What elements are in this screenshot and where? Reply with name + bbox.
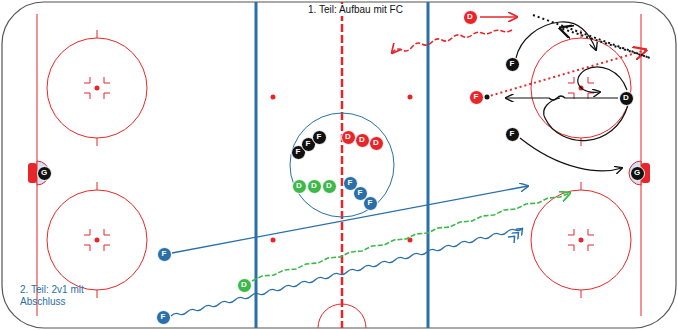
- player-marker: D: [322, 179, 337, 194]
- player-letter: F: [161, 313, 166, 321]
- player-marker: D: [355, 133, 370, 148]
- player-letter: D: [467, 13, 473, 21]
- player-letter: D: [241, 281, 247, 289]
- player-marker: F: [312, 130, 327, 145]
- player-marker: D: [463, 10, 478, 25]
- part-heading: 1. Teil: Aufbau mit FC: [306, 4, 405, 16]
- player-letter: F: [368, 199, 373, 207]
- player-letter: F: [510, 60, 515, 68]
- player-letter: G: [41, 169, 47, 177]
- player-letter: D: [326, 182, 332, 190]
- part-heading: 2. Teil: 2v1 mit Abschluss: [20, 284, 112, 307]
- player-marker: F: [505, 127, 520, 142]
- player-letter: D: [345, 133, 351, 141]
- player-marker: F: [505, 57, 520, 72]
- player-letter: D: [623, 94, 629, 102]
- drill-paths: [171, 15, 650, 316]
- player-marker: G: [630, 166, 645, 181]
- player-marker: G: [37, 166, 52, 181]
- player-marker: D: [307, 179, 322, 194]
- player-letter: F: [358, 189, 363, 197]
- player-marker: D: [619, 91, 634, 106]
- player-marker: D: [341, 130, 356, 145]
- player-letter: F: [317, 133, 322, 141]
- player-letter: D: [296, 182, 302, 190]
- player-letter: F: [474, 93, 479, 101]
- player-marker: F: [363, 196, 378, 211]
- player-letter: F: [296, 148, 301, 156]
- player-marker: F: [157, 247, 172, 262]
- player-letter: D: [359, 136, 365, 144]
- player-marker: D: [292, 179, 307, 194]
- player-marker: D: [237, 278, 252, 293]
- player-letter: F: [510, 130, 515, 138]
- player-letter: D: [311, 182, 317, 190]
- player-letter: F: [162, 250, 167, 258]
- player-letter: G: [634, 169, 640, 177]
- player-marker: F: [469, 90, 484, 105]
- player-marker: F: [156, 310, 171, 325]
- player-letter: F: [348, 179, 353, 187]
- player-letter: F: [306, 140, 311, 148]
- player-marker: D: [369, 136, 384, 151]
- player-letter: D: [373, 139, 379, 147]
